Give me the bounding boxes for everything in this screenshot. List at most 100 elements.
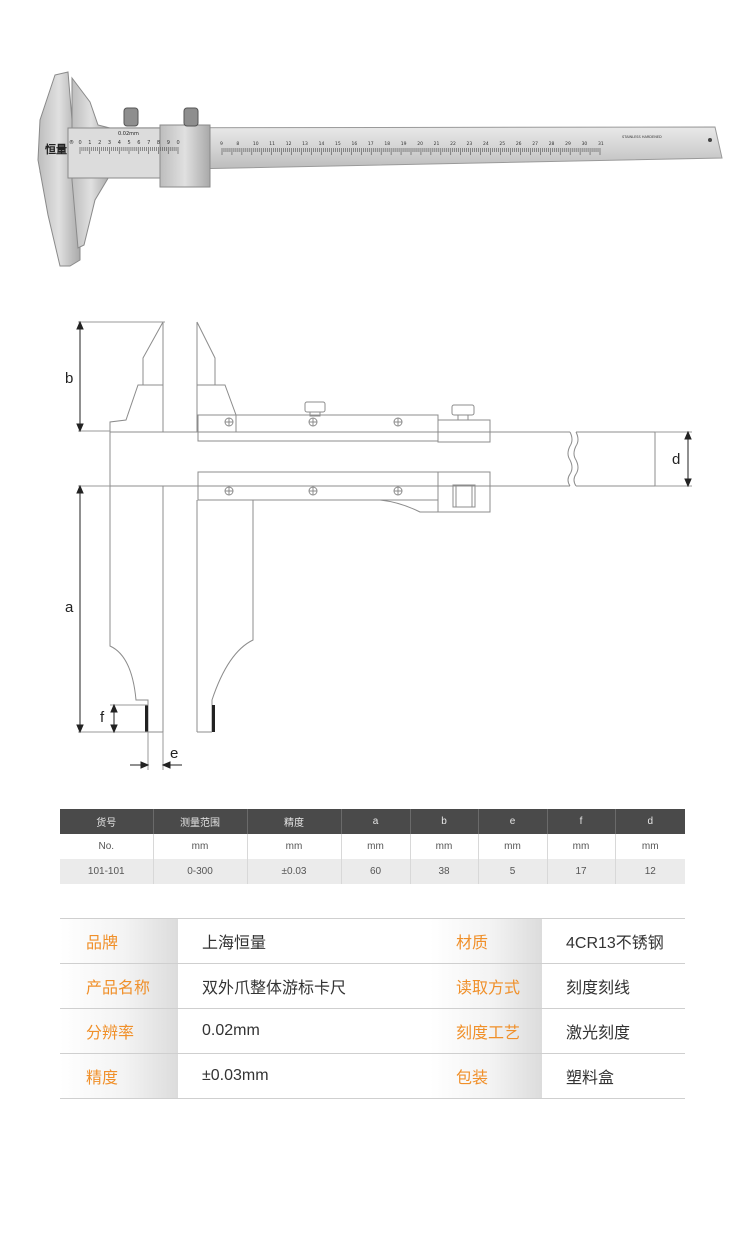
diagram-knobs [304, 401, 475, 421]
info-value: 4CR13不锈钢 [542, 918, 685, 964]
spec-value-cell: 0-300 [153, 859, 248, 884]
main-scale-label: 29 [565, 141, 571, 147]
spec-value-cell: 12 [615, 859, 685, 884]
main-scale-label: 31 [598, 141, 604, 147]
spec-header-cell: b [410, 809, 479, 834]
diagram-lower-fixed-jaw [109, 432, 164, 733]
main-scale-label: 17 [368, 141, 374, 147]
info-value: 上海恒量 [178, 918, 430, 964]
label-d: d [672, 451, 680, 468]
lock-knob-2 [183, 107, 199, 127]
info-key: 产品名称 [60, 963, 178, 1009]
vernier-label: 2 [98, 140, 101, 146]
spec-value-cell: 101-101 [60, 859, 154, 884]
spec-unit-cell: mm [341, 834, 411, 859]
main-scale-label: 26 [516, 141, 522, 147]
spec-units-row: No. mm mm mm mm mm mm mm [60, 834, 685, 859]
info-key: 包装 [430, 1053, 542, 1099]
diagram-beam [110, 431, 656, 487]
vernier-label: 6 [137, 140, 140, 146]
spec-value-cell: 60 [341, 859, 411, 884]
main-scale-label: 24 [483, 141, 489, 147]
lock-knob-1 [123, 107, 139, 127]
info-key: 材质 [430, 918, 542, 964]
brand-mark: 恒量 [45, 142, 67, 156]
diagram-upper-sliding-jaw [196, 321, 237, 432]
vernier-label: 3 [108, 140, 111, 146]
info-key: 品牌 [60, 918, 178, 964]
info-value: 0.02mm [178, 1008, 430, 1054]
vernier-label: 9 [167, 140, 170, 146]
main-scale-label: 9 [220, 141, 223, 147]
vernier-reading: 0.02mm [118, 131, 139, 137]
info-value: ±0.03mm [178, 1053, 430, 1099]
dimension-diagram: b a d f e [65, 320, 692, 770]
vernier-label: 0 [79, 140, 82, 146]
spec-value-cell: ±0.03 [247, 859, 342, 884]
info-value: 刻度刻线 [542, 963, 685, 1009]
main-scale-label: 8 [236, 141, 239, 147]
spec-unit-cell: mm [547, 834, 616, 859]
spec-value-cell: 38 [410, 859, 479, 884]
info-key: 精度 [60, 1053, 178, 1099]
fixed-jaw [37, 71, 81, 267]
dimension-lines [76, 320, 692, 770]
main-scale-label: 15 [335, 141, 341, 147]
vernier-label: 1 [88, 140, 91, 146]
info-value: 塑料盒 [542, 1053, 685, 1099]
vernier-label: 8 [157, 140, 160, 146]
info-row: 产品名称 双外爪整体游标卡尺 读取方式 刻度刻线 [60, 963, 685, 1009]
product-info-table: 品牌 上海恒量 材质 4CR13不锈钢 产品名称 双外爪整体游标卡尺 读取方式 … [60, 918, 685, 1099]
spec-unit-cell: mm [153, 834, 248, 859]
diagram-screws [224, 417, 403, 496]
main-scale-label: 20 [417, 141, 423, 147]
main-scale-label: 13 [302, 141, 308, 147]
spec-table: 货号 测量范围 精度 a b e f d No. mm mm mm mm mm … [60, 809, 685, 884]
label-e: e [170, 745, 178, 762]
info-row: 精度 ±0.03mm 包装 塑料盒 [60, 1053, 685, 1099]
main-scale-label: 16 [351, 141, 357, 147]
main-scale-label: 22 [450, 141, 456, 147]
spec-header-cell: 货号 [60, 809, 154, 834]
info-key: 刻度工艺 [430, 1008, 542, 1054]
spec-header-cell: 精度 [247, 809, 342, 834]
label-f: f [100, 709, 105, 726]
spec-unit-cell: No. [60, 834, 154, 859]
main-scale-label: 11 [269, 141, 275, 147]
main-scale-label: 27 [532, 141, 538, 147]
vernier-label: 4 [118, 140, 121, 146]
info-value: 双外爪整体游标卡尺 [178, 963, 430, 1009]
main-scale-label: 12 [286, 141, 292, 147]
vernier-label: 5 [128, 140, 131, 146]
info-value: 激光刻度 [542, 1008, 685, 1054]
spec-unit-cell: mm [615, 834, 685, 859]
spec-header-cell: 测量范围 [153, 809, 248, 834]
spec-unit-cell: mm [478, 834, 548, 859]
label-a: a [65, 599, 74, 616]
main-scale-label: 30 [582, 141, 588, 147]
spec-unit-cell: mm [247, 834, 342, 859]
beam-hole [708, 138, 712, 142]
slider-block [159, 124, 211, 188]
vernier-label: 7 [147, 140, 150, 146]
spec-header-cell: a [341, 809, 411, 834]
diagram-slider [197, 414, 491, 513]
beam-engraving: STAINLESS HARDENED [622, 135, 662, 139]
diagram-lower-sliding-jaw [196, 500, 254, 733]
info-row: 品牌 上海恒量 材质 4CR13不锈钢 [60, 918, 685, 964]
main-scale-label: 10 [253, 141, 259, 147]
spec-header-cell: d [615, 809, 685, 834]
registered-mark: ® [69, 139, 74, 146]
diagram-upper-fixed-jaw [109, 321, 164, 432]
info-key: 分辨率 [60, 1008, 178, 1054]
main-scale-label: 14 [319, 141, 325, 147]
spec-value-cell: 5 [478, 859, 548, 884]
info-key: 读取方式 [430, 963, 542, 1009]
vernier-label: 0 [177, 140, 180, 146]
spec-header-cell: e [478, 809, 548, 834]
label-b: b [65, 370, 73, 387]
spec-header-row: 货号 测量范围 精度 a b e f d [60, 809, 685, 834]
main-scale-label: 25 [499, 141, 505, 147]
main-scale-label: 21 [434, 141, 440, 147]
